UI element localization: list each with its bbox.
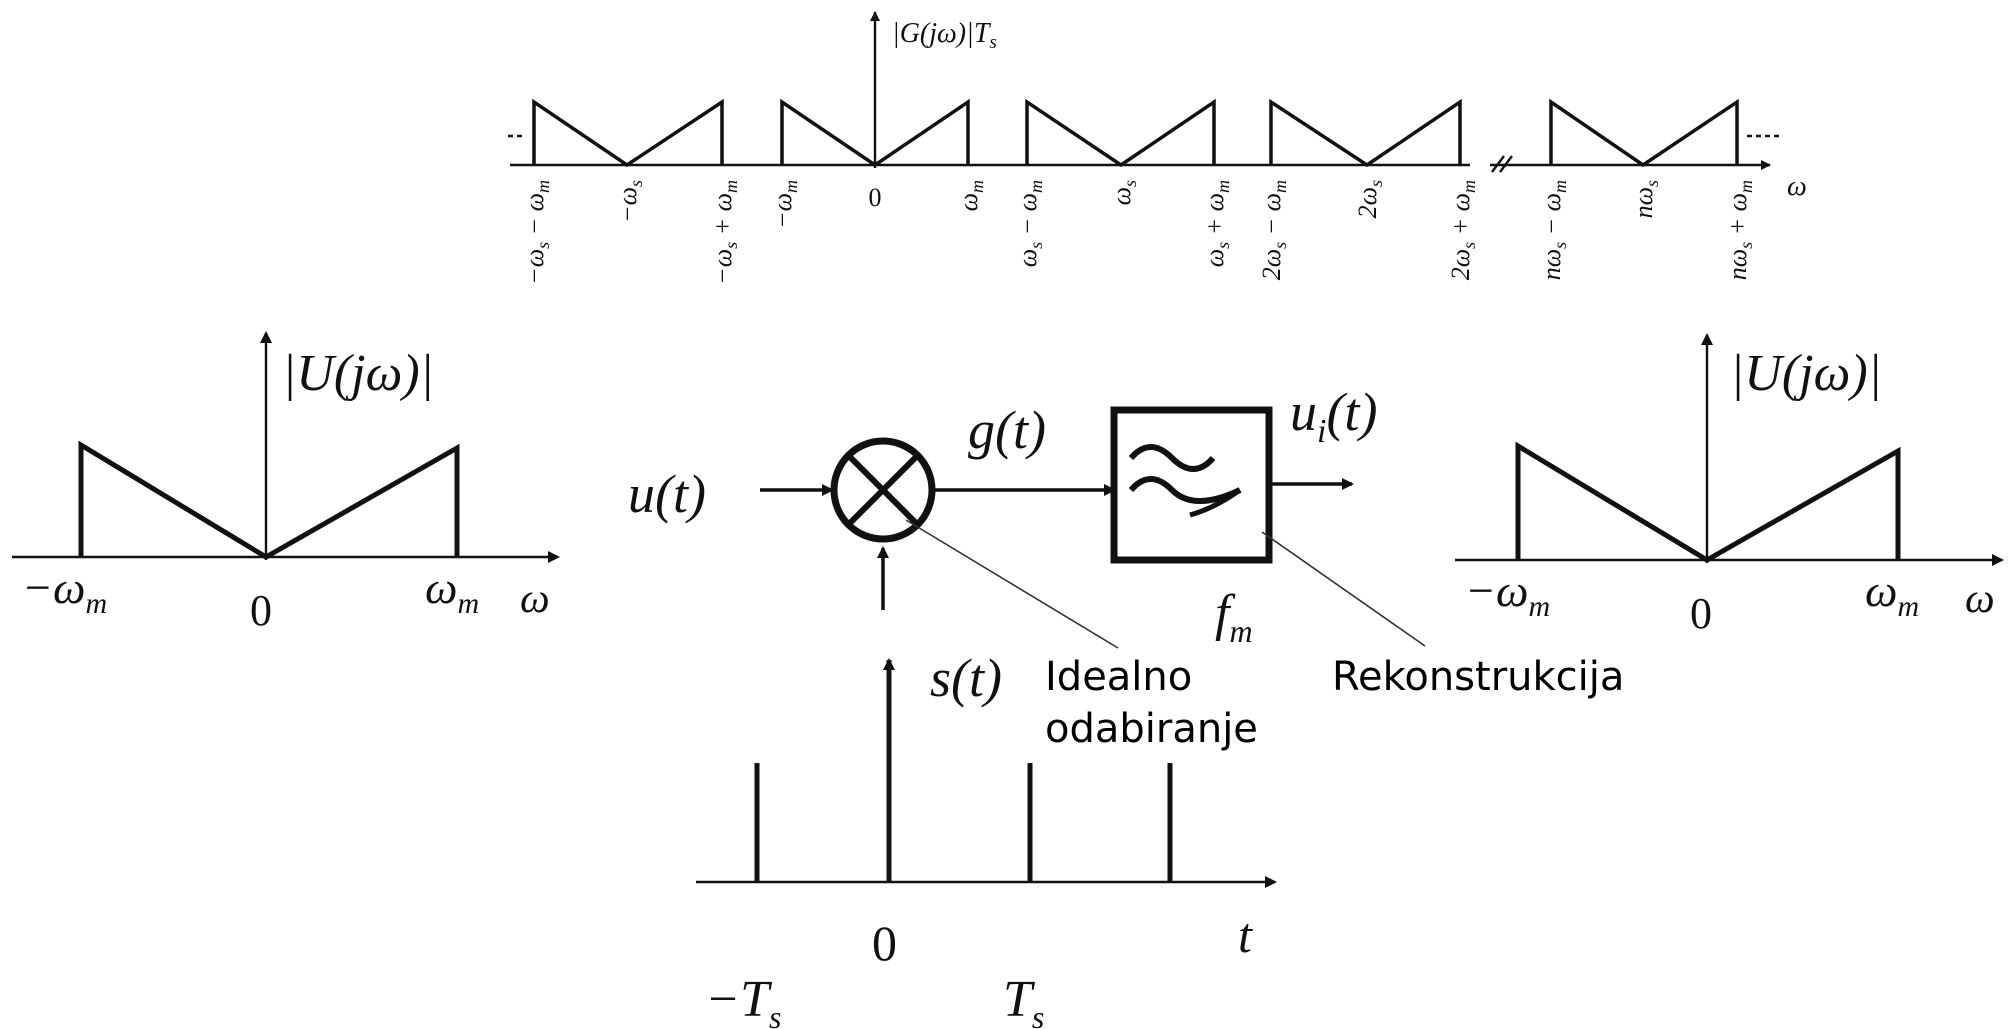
sampled-signal-label: g(t) — [968, 400, 1046, 460]
spectrum-replica-ws — [1025, 98, 1216, 168]
input-spectrum-pos-tick: ωm — [425, 562, 479, 620]
spectrum-replica-nws — [1549, 98, 1739, 168]
sampled-spectrum-tick-label: nωs — [1629, 180, 1662, 218]
sampled-spectrum-tick-label: 2ωs − ωm — [1257, 180, 1290, 280]
output-spectrum-pos-tick: ωm — [1865, 565, 1919, 623]
sampled-spectrum-tick-label: nωs + ωm — [1723, 180, 1756, 280]
filter-cutoff-label: fm — [1215, 585, 1253, 649]
input-spectrum-ylabel: |U(jω)| — [282, 345, 434, 402]
impulse-train-xlabel: t — [1238, 907, 1253, 963]
block-diagram: u(t) g(t) fm ui(t) Idealno odabiranje — [628, 382, 1624, 752]
lowpass-filter-block — [1110, 406, 1273, 564]
sampled-spectrum-tick-label: −ωs — [613, 180, 646, 223]
input-signal-label: u(t) — [628, 464, 706, 524]
sampled-spectrum-tick-label: ωs — [1107, 180, 1140, 205]
input-spectrum-neg-tick: −ωm — [22, 562, 107, 620]
sampled-spectrum-tick-labels: −ωs − ωm −ωs −ωs + ωm −ωm 0 ωm ωs − ωm ωs ωs + ω… — [520, 180, 1756, 285]
impulse-train-plot: s(t) 0 −Ts Ts t — [696, 648, 1277, 1029]
sampled-spectrum-plot: |G(jω)|Ts ω −ωs − ωm −ωs −ωs + ωm −ωm 0 ωm ωs … — [508, 11, 1807, 285]
sampled-spectrum-tick-label: −ωm — [768, 180, 801, 229]
sampling-signal-label: s(t) — [930, 648, 1002, 708]
output-signal-label: ui(t) — [1290, 382, 1377, 450]
input-spectrum-zero-tick: 0 — [250, 586, 272, 635]
output-spectrum-zero-tick: 0 — [1690, 589, 1712, 638]
sampled-spectrum-tick-label: 2ωs + ωm — [1446, 180, 1479, 280]
spectrum-replica-baseband — [780, 98, 970, 168]
impulse-train-neg-tick: −Ts — [705, 971, 781, 1029]
sampled-spectrum-ylabel: |G(jω)|Ts — [892, 18, 997, 53]
sampled-spectrum-tick-label: −ωs + ωm — [708, 180, 741, 285]
sampled-spectrum-tick-label: 2ωs — [1353, 180, 1386, 218]
reconstruction-annotation-pointer — [1261, 531, 1426, 647]
axis-break-mark — [1491, 155, 1505, 173]
input-spectrum-plot: |U(jω)| −ωm 0 ωm ω — [12, 331, 560, 635]
output-spectrum-curve — [1515, 441, 1901, 563]
output-spectrum-plot: |U(jω)| −ωm 0 ωm ω — [1455, 333, 2004, 638]
impulse-train-zero-tick: 0 — [872, 915, 897, 971]
input-spectrum-curve — [78, 440, 460, 560]
spectrum-replica-2ws — [1269, 98, 1462, 168]
sampled-spectrum-xlabel: ω — [1787, 171, 1807, 202]
sampled-spectrum-tick-label: −ωs − ωm — [520, 180, 553, 285]
input-spectrum-xlabel: ω — [520, 576, 550, 622]
sampled-spectrum-tick-label: ωs + ωm — [1200, 180, 1233, 267]
sampled-spectrum-tick-label: 0 — [869, 183, 882, 212]
output-spectrum-ylabel: |U(jω)| — [1730, 345, 1882, 402]
sampled-spectrum-tick-label: nωs − ωm — [1537, 180, 1570, 280]
sampling-annotation-pointer — [905, 519, 1119, 649]
spectrum-replica-minus-ws — [532, 98, 724, 168]
sampled-spectrum-tick-label: ωm — [954, 180, 987, 211]
output-spectrum-xlabel: ω — [1965, 576, 1995, 622]
sampled-spectrum-tick-label: ωs − ωm — [1013, 180, 1046, 267]
impulse-train-pos-tick: Ts — [1003, 971, 1044, 1029]
sampling-annotation: Idealno odabiranje — [1045, 654, 1258, 752]
axis-break-mark — [1499, 155, 1513, 173]
multiplier-block — [830, 437, 936, 543]
output-spectrum-neg-tick: −ωm — [1465, 565, 1550, 623]
reconstruction-annotation: Rekonstrukcija — [1332, 654, 1624, 700]
